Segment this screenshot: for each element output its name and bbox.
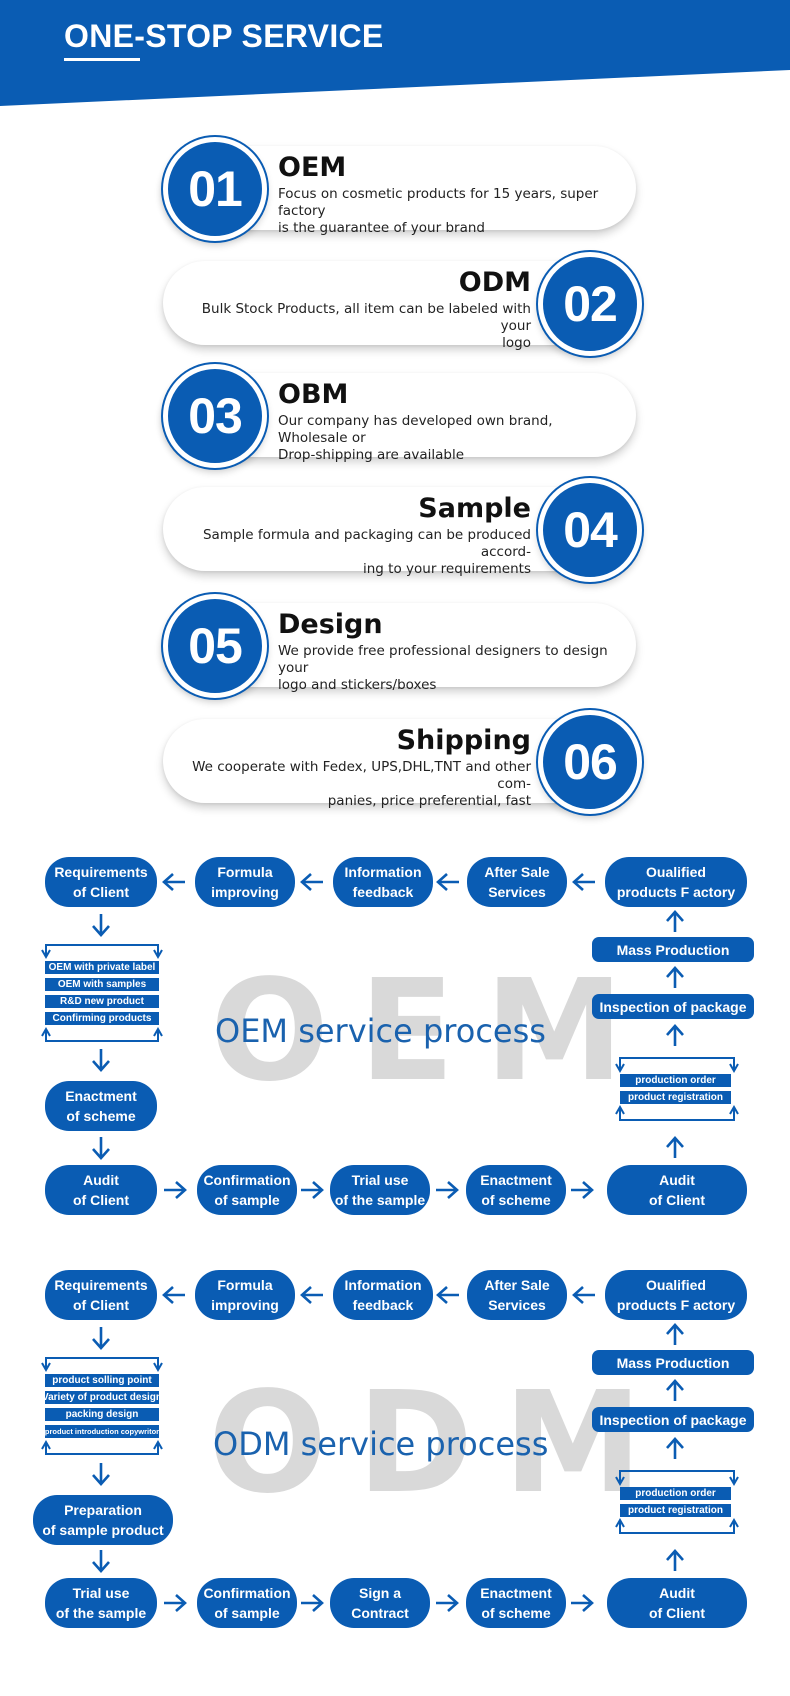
- oem-sub-item: OEM with samples: [45, 978, 159, 991]
- service-description: Our company has developed own brand, Who…: [278, 413, 553, 463]
- oem-node-mass-production: Mass Production: [592, 937, 754, 962]
- service-description: We cooperate with Fedex, UPS,DHL,TNT and…: [192, 759, 531, 809]
- arrow-right-icon: [299, 1180, 324, 1200]
- oem-sub-item: R&D new product: [45, 995, 159, 1008]
- arrow-right-icon: [569, 1593, 594, 1613]
- service-description: Bulk Stock Products, all item can be lab…: [201, 301, 531, 351]
- service-title: ODM: [458, 267, 531, 298]
- service-title: OBM: [278, 379, 349, 410]
- service-number-badge: 03: [163, 364, 267, 468]
- oem-sub-item: OEM with private label: [45, 961, 159, 974]
- arrow-down-icon: [91, 1548, 111, 1573]
- arrow-right-icon: [434, 1180, 459, 1200]
- arrow-right-icon: [434, 1593, 459, 1613]
- oem-process-title: OEM service process: [215, 1012, 546, 1050]
- arrow-down-icon: [91, 1325, 111, 1350]
- odm-sub-item: product solling point: [45, 1374, 159, 1387]
- odm-right-sub-item: product registration: [620, 1504, 731, 1517]
- arrow-up-icon: [665, 1024, 685, 1048]
- arrow-right-icon: [162, 1593, 187, 1613]
- arrow-up-icon: [665, 1136, 685, 1160]
- service-title: Shipping: [396, 725, 531, 756]
- service-number-badge: 02: [538, 252, 642, 356]
- arrow-down-icon: [91, 1461, 111, 1486]
- odm-process-title: ODM service process: [213, 1425, 549, 1463]
- arrow-up-icon: [665, 966, 685, 990]
- banner-title: ONE-STOP SERVICE: [64, 18, 384, 54]
- service-number-badge: 05: [163, 594, 267, 698]
- arrow-down-icon: [91, 1135, 111, 1160]
- oem-watermark: OEM: [210, 950, 654, 1113]
- oem-right-sub-item: product registration: [620, 1091, 731, 1104]
- arrow-left-icon: [300, 872, 325, 892]
- service-number-badge: 01: [163, 137, 267, 241]
- service-description: Focus on cosmetic products for 15 years,…: [278, 186, 599, 236]
- arrow-up-icon: [665, 910, 685, 934]
- service-description: Sample formula and packaging can be prod…: [202, 527, 531, 577]
- service-description: We provide free professional designers t…: [278, 643, 608, 693]
- arrow-left-icon: [162, 872, 187, 892]
- arrow-left-icon: [436, 872, 461, 892]
- service-title: Sample: [418, 493, 531, 524]
- service-number-badge: 04: [538, 478, 642, 582]
- arrow-right-icon: [569, 1180, 594, 1200]
- oem-right-sub-item: production order: [620, 1074, 731, 1087]
- arrow-left-icon: [300, 1285, 325, 1305]
- odm-sub-item: Variety of product design: [41, 1391, 163, 1404]
- odm-node-mass-production: Mass Production: [592, 1350, 754, 1375]
- odm-watermark: ODM: [208, 1362, 673, 1525]
- arrow-left-icon: [436, 1285, 461, 1305]
- odm-right-sub-item: production order: [620, 1487, 731, 1500]
- odm-sub-item: product introduction copywritor: [44, 1425, 160, 1438]
- arrow-right-icon: [162, 1180, 187, 1200]
- service-title: OEM: [278, 152, 347, 183]
- banner-background: [0, 0, 790, 106]
- arrow-left-icon: [572, 872, 597, 892]
- odm-sub-item: packing design: [45, 1408, 159, 1421]
- odm-node-inspection: Inspection of package: [592, 1407, 754, 1432]
- arrow-right-icon: [299, 1593, 324, 1613]
- arrow-down-icon: [91, 1047, 111, 1072]
- header-banner: ONE-STOP SERVICE: [0, 0, 790, 110]
- oem-node-inspection: Inspection of package: [592, 994, 754, 1019]
- arrow-up-icon: [665, 1323, 685, 1347]
- arrow-up-icon: [665, 1549, 685, 1573]
- arrow-left-icon: [162, 1285, 187, 1305]
- arrow-up-icon: [665, 1437, 685, 1461]
- arrow-left-icon: [572, 1285, 597, 1305]
- service-number-badge: 06: [538, 710, 642, 814]
- arrow-up-icon: [665, 1379, 685, 1403]
- banner-underline: [64, 58, 140, 61]
- service-title: Design: [278, 609, 383, 640]
- arrow-down-icon: [91, 912, 111, 937]
- oem-sub-item: Confirming products: [45, 1012, 159, 1025]
